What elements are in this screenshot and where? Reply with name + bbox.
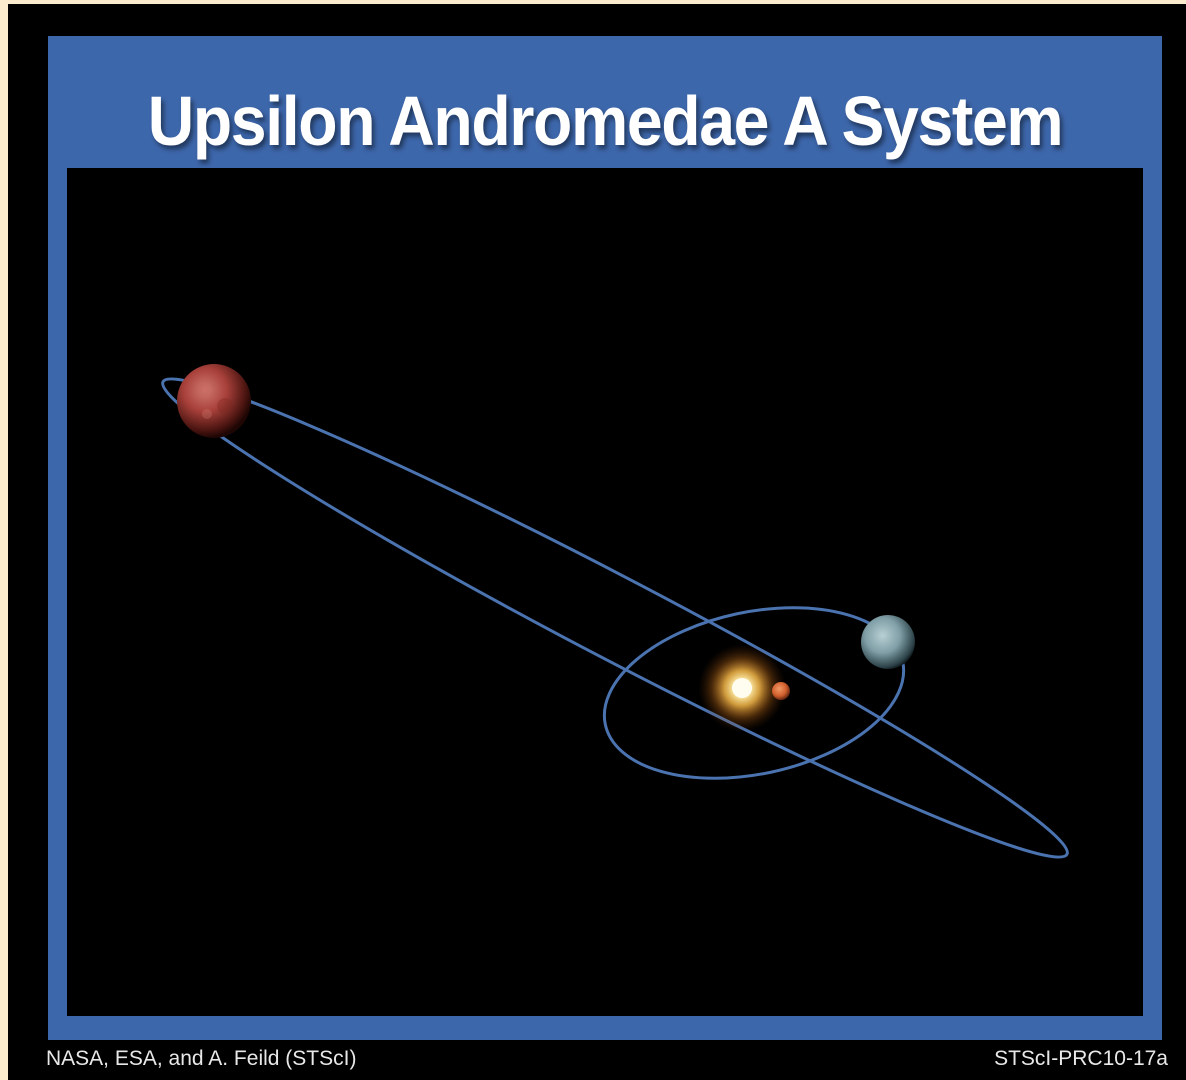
red-planet-icon [177, 364, 251, 438]
image-credit: NASA, ESA, and A. Feild (STScI) [46, 1047, 357, 1070]
title-frame: Upsilon Andromedae A System [48, 36, 1162, 1040]
image-id: STScI-PRC10-17a [994, 1047, 1168, 1070]
image-canvas: Upsilon Andromedae A System [8, 4, 1186, 1080]
diagram-title: Upsilon Andromedae A System [147, 82, 1064, 160]
blue-gray-planet-icon [861, 615, 915, 669]
outer-orbit [161, 377, 1069, 859]
small-orange-planet-icon [772, 682, 790, 700]
glowing-star-icon [698, 644, 786, 732]
orbit-diagram-panel [67, 168, 1143, 1016]
orbit-diagram [161, 364, 1069, 859]
